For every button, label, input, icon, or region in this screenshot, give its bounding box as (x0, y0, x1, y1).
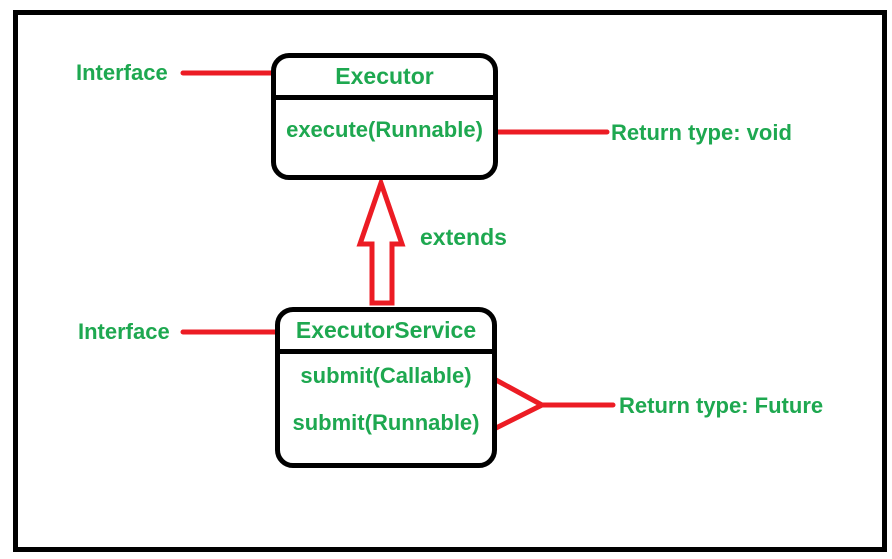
executor-class-box: Executor execute(Runnable) (271, 53, 498, 180)
interface-label-executorservice: Interface (78, 319, 170, 344)
extends-label: extends (420, 224, 507, 250)
executorservice-title: ExecutorService (280, 312, 492, 354)
executorservice-methods: submit(Callable) submit(Runnable) (280, 354, 492, 463)
interface-label-executor: Interface (76, 60, 168, 85)
return-type-future-label: Return type: Future (619, 393, 824, 418)
executorservice-class-box: ExecutorService submit(Callable) submit(… (275, 307, 497, 468)
executor-title: Executor (276, 58, 493, 100)
executor-methods: execute(Runnable) (276, 100, 493, 175)
executorservice-method-submit-runnable: submit(Runnable) (292, 410, 480, 435)
executor-method-execute: execute(Runnable) (286, 117, 483, 142)
outer-border (13, 10, 887, 552)
executorservice-method-submit-callable: submit(Callable) (300, 363, 472, 388)
return-type-void-label: Return type: void (611, 120, 792, 145)
